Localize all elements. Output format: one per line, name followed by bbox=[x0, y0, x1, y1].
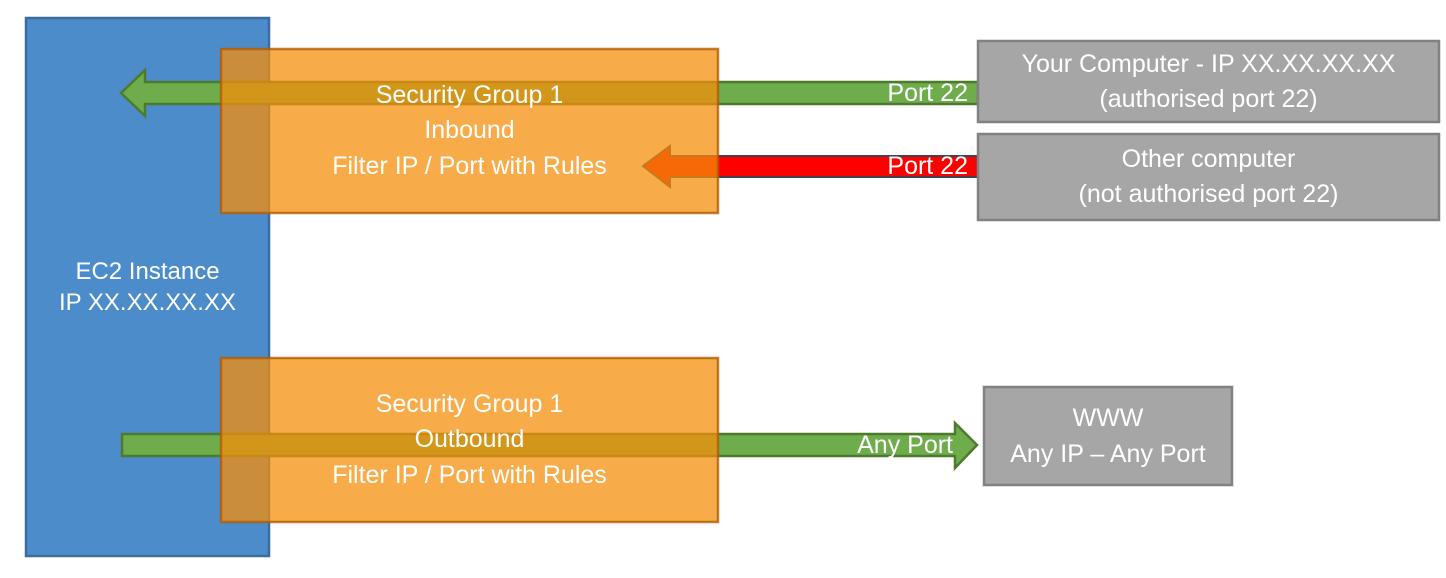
security-group-inbound-label: Security Group 1 Inbound Filter IP / Por… bbox=[221, 49, 718, 213]
your-computer-title: Your Computer - IP XX.XX.XX.XX bbox=[1021, 49, 1396, 78]
security-group-outbound-label: Security Group 1 Outbound Filter IP / Po… bbox=[221, 358, 718, 522]
www-subtitle: Any IP – Any Port bbox=[1010, 440, 1206, 468]
other-computer-subtitle: (not authorised port 22) bbox=[1078, 180, 1339, 208]
sg-inbound-direction: Inbound bbox=[424, 116, 515, 145]
sg-outbound-name: Security Group 1 bbox=[375, 389, 564, 418]
www-title: WWW bbox=[1072, 404, 1144, 432]
inbound-blocked-port-label: Port 22 bbox=[887, 152, 968, 180]
your-computer-subtitle: (authorised port 22) bbox=[1099, 84, 1318, 113]
www-box bbox=[982, 385, 1234, 487]
security-group-outbound-box bbox=[219, 356, 720, 524]
other-computer-label: Other computer (not authorised port 22) bbox=[978, 134, 1439, 220]
inbound-allowed-port-label: Port 22 bbox=[887, 79, 968, 107]
ec2-instance-label: EC2 Instance IP XX.XX.XX.XX bbox=[26, 18, 269, 556]
your-computer-box bbox=[976, 39, 1441, 124]
ec2-instance-name: EC2 Instance bbox=[75, 258, 220, 285]
other-computer-title: Other computer bbox=[1121, 145, 1296, 173]
ec2-instance-ip: IP XX.XX.XX.XX bbox=[59, 289, 236, 316]
your-computer-label: Your Computer - IP XX.XX.XX.XX (authoris… bbox=[978, 41, 1439, 122]
sg-inbound-rule: Filter IP / Port with Rules bbox=[332, 151, 607, 180]
www-label: WWW Any IP – Any Port bbox=[984, 387, 1232, 485]
security-group-inbound-box bbox=[219, 47, 720, 215]
sg-outbound-direction: Outbound bbox=[414, 425, 525, 454]
other-computer-box bbox=[976, 132, 1441, 222]
sg-inbound-name: Security Group 1 bbox=[375, 80, 564, 109]
outbound-allowed-port-label: Any Port bbox=[857, 431, 953, 459]
sg-outbound-rule: Filter IP / Port with Rules bbox=[332, 460, 607, 489]
